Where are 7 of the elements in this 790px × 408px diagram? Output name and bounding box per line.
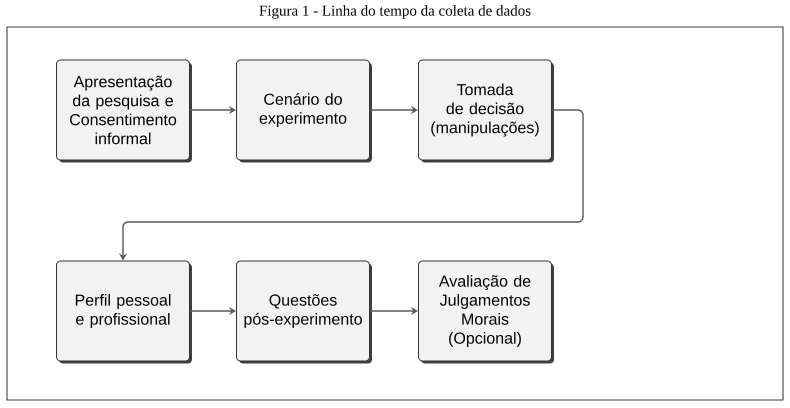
- figure-title: Figura 1 - Linha do tempo da coleta de dados: [259, 5, 530, 19]
- process-box: Perfil pessoal e profissional: [56, 260, 190, 362]
- process-box: Avaliação de Julgamentos Morais (Opcional): [418, 260, 552, 362]
- process-box: Apresentação da pesquisa e Consentimento informal: [56, 60, 190, 160]
- process-box: Cenário do experimento: [236, 60, 370, 160]
- process-box: Tomada de decisão (manipulações): [418, 60, 552, 160]
- process-box: Questões pós-experimento: [236, 260, 370, 362]
